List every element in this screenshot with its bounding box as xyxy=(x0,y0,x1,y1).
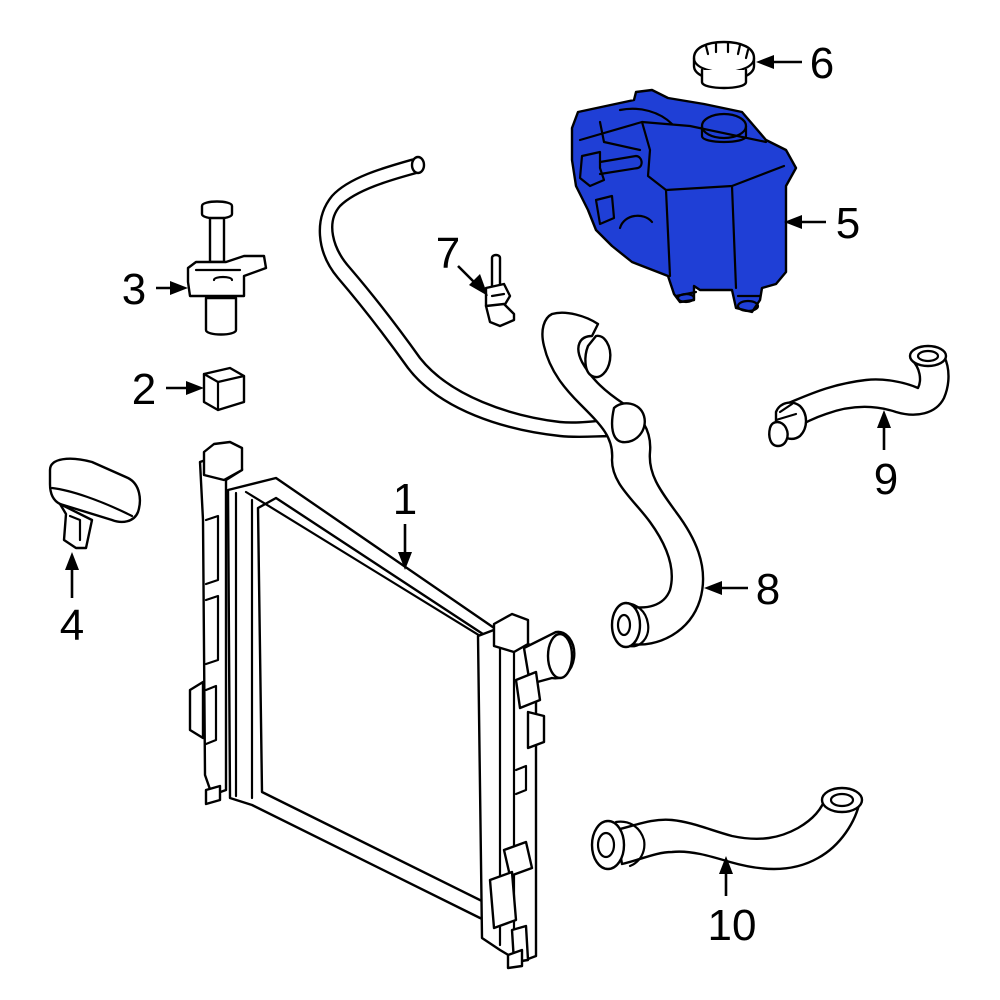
leader-3 xyxy=(156,281,188,295)
callout-6: 6 xyxy=(810,39,834,88)
leader-10 xyxy=(719,856,733,896)
leader-5 xyxy=(784,215,826,229)
radiator xyxy=(188,440,576,970)
leader-4 xyxy=(65,552,79,598)
lower-radiator-hose xyxy=(590,786,864,871)
callout-5: 5 xyxy=(836,199,860,248)
leader-8 xyxy=(704,581,748,595)
reservoir-hose xyxy=(768,344,950,448)
upper-radiator-hose xyxy=(318,155,705,649)
callout-10: 10 xyxy=(708,901,757,950)
callout-9: 9 xyxy=(874,455,898,504)
callout-7: 7 xyxy=(436,229,460,278)
callout-2: 2 xyxy=(132,365,156,414)
callout-4: 4 xyxy=(60,601,84,650)
lower-mount-bushing xyxy=(48,457,142,550)
callout-1: 1 xyxy=(393,475,417,524)
temperature-sensor xyxy=(484,253,516,328)
coolant-reservoir xyxy=(570,88,798,314)
square-insulator xyxy=(202,366,246,412)
callout-3: 3 xyxy=(122,265,146,314)
callout-8: 8 xyxy=(756,565,780,614)
leader-7 xyxy=(457,265,488,296)
leader-2 xyxy=(166,381,204,395)
upper-mount-bracket xyxy=(186,200,268,336)
leader-6 xyxy=(756,55,802,69)
leader-1 xyxy=(398,524,412,570)
leader-9 xyxy=(877,410,891,450)
reservoir-cap xyxy=(692,40,756,90)
